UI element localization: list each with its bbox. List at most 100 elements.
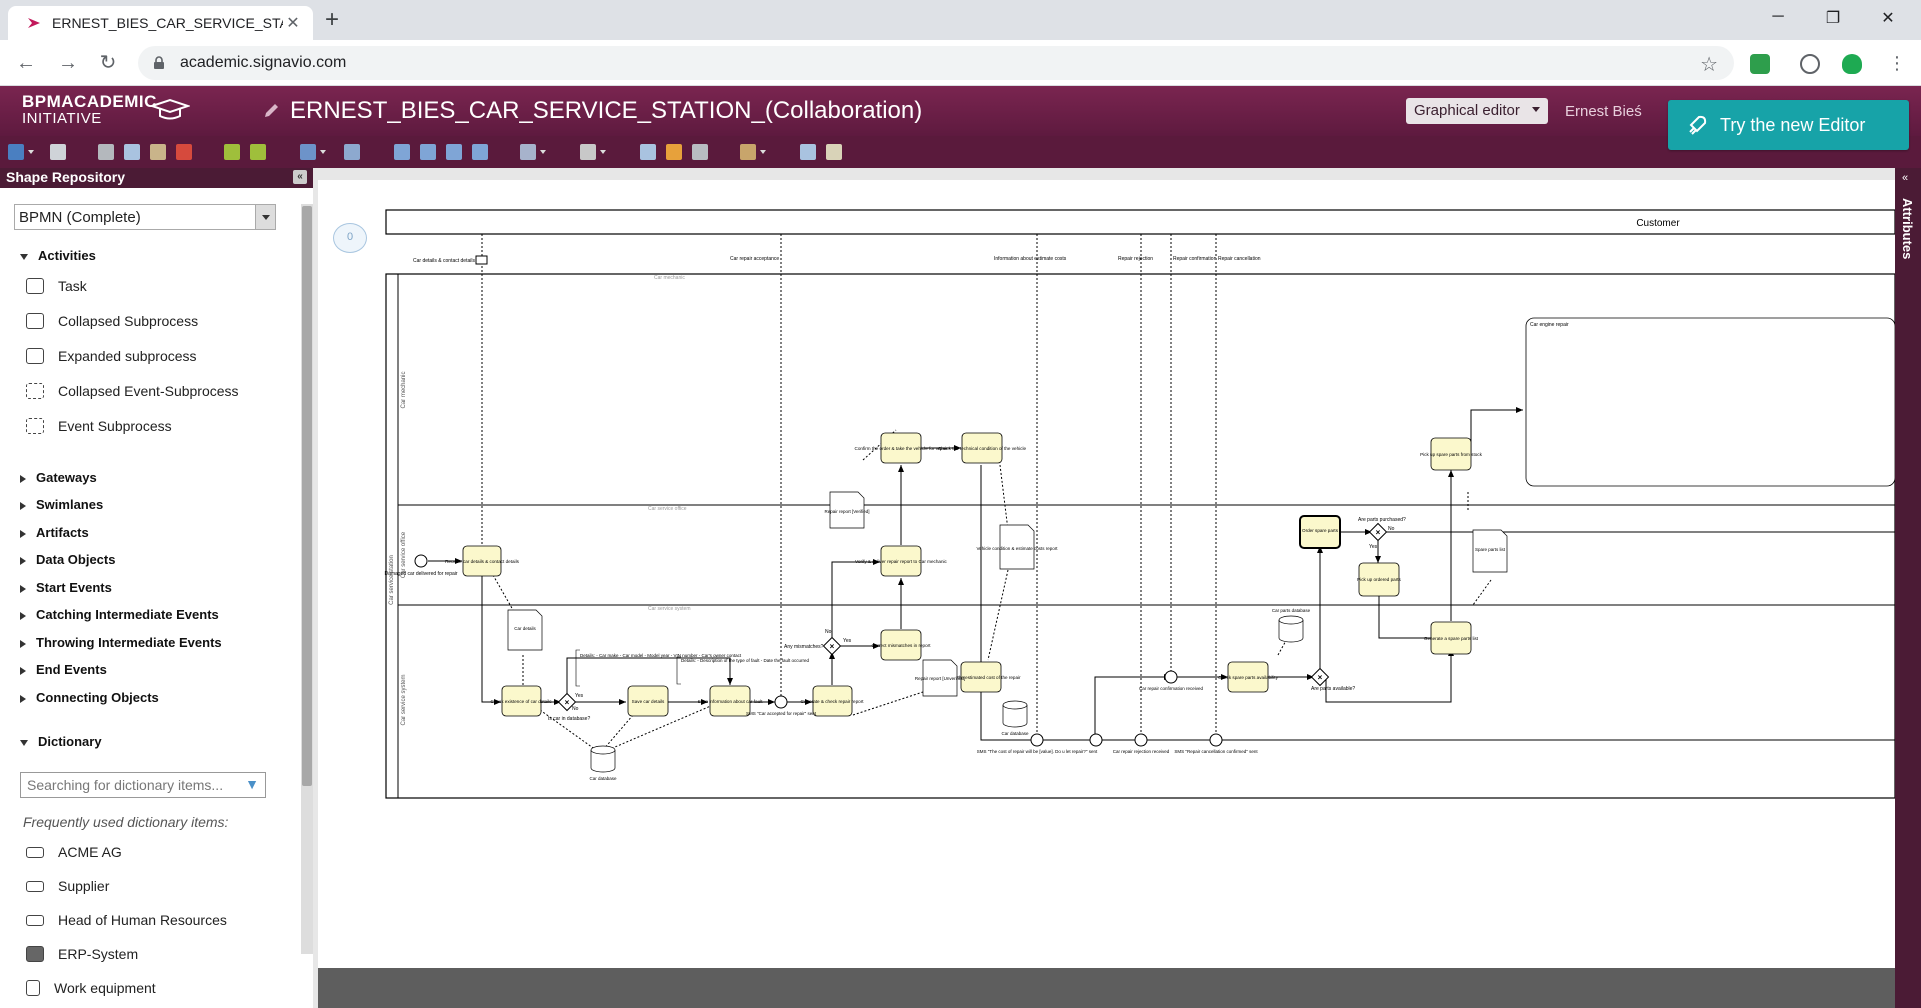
dictionary-item-acme[interactable]: ACME AG: [26, 844, 122, 860]
task-confirm-order[interactable]: [880, 432, 922, 464]
shape-task[interactable]: Task: [26, 278, 87, 294]
task-generate-report[interactable]: [812, 685, 853, 717]
task-check-spare-parts[interactable]: [1227, 661, 1269, 693]
redo-icon[interactable]: [250, 144, 266, 160]
save-icon[interactable]: [8, 144, 24, 160]
profile-icon[interactable]: [1800, 54, 1820, 74]
delete-icon[interactable]: [176, 144, 192, 160]
data-store-parts-db[interactable]: [1278, 620, 1304, 643]
dictionary-item-supplier[interactable]: Supplier: [26, 878, 109, 894]
comment-count-bubble[interactable]: 0: [333, 223, 367, 253]
task-generate-parts-list[interactable]: [1430, 621, 1472, 655]
bpmn-diagram[interactable]: Customer Car service station Car mechani…: [318, 180, 1896, 970]
browser-tab[interactable]: ERNEST_BIES_CAR_SERVICE_STAT ✕: [8, 6, 313, 40]
bookmark-star-icon[interactable]: ☆: [1700, 54, 1718, 76]
section-end-events[interactable]: End Events: [20, 662, 107, 677]
task-receive-car-details[interactable]: [462, 545, 502, 577]
try-new-editor-button[interactable]: Try the new Editor: [1668, 100, 1909, 150]
subprocess-car-engine-repair[interactable]: [1525, 317, 1896, 487]
editor-mode-select[interactable]: Graphical editor: [1406, 98, 1548, 124]
section-data-objects[interactable]: Data Objects: [20, 552, 115, 567]
layout-icon[interactable]: [344, 144, 360, 160]
attachment-icon[interactable]: [692, 144, 708, 160]
section-artifacts[interactable]: Artifacts: [20, 525, 89, 540]
data-store-car-db-2[interactable]: [1002, 705, 1028, 728]
data-store-car-db-1[interactable]: [590, 750, 616, 773]
task-check-technical[interactable]: [961, 432, 1003, 464]
shape-event-subprocess[interactable]: Event Subprocess: [26, 418, 172, 434]
close-window-icon[interactable]: ✕: [1881, 10, 1895, 27]
event-repair-confirmation[interactable]: [1164, 670, 1178, 684]
section-start-events[interactable]: Start Events: [20, 580, 112, 595]
attributes-panel-collapsed[interactable]: « Attributes: [1895, 168, 1921, 1008]
dictionary-item-work-equipment[interactable]: Work equipment: [26, 980, 156, 996]
task-check-existence[interactable]: [501, 685, 542, 717]
back-icon[interactable]: ←: [16, 52, 36, 74]
dictionary-item-erp[interactable]: ERP-System: [26, 946, 138, 962]
customer-pool[interactable]: [385, 209, 1896, 235]
reload-icon[interactable]: ↻: [99, 52, 117, 74]
task-save-car-details[interactable]: [627, 685, 669, 717]
event-repair-rejection[interactable]: [1134, 733, 1148, 747]
tab-close-icon[interactable]: ✕: [286, 15, 300, 32]
palette-select[interactable]: BPMN (Complete): [14, 204, 276, 230]
book-icon[interactable]: [826, 144, 842, 160]
filter-icon[interactable]: ▼: [245, 776, 259, 792]
mail-icon[interactable]: [800, 144, 816, 160]
export-icon[interactable]: [740, 144, 756, 160]
print-icon[interactable]: [50, 144, 66, 160]
event-sms-cost[interactable]: [1030, 733, 1044, 747]
task-pick-ordered-parts[interactable]: [1358, 562, 1400, 597]
align-icon[interactable]: [300, 144, 316, 160]
task-save-car-fault[interactable]: [709, 685, 751, 717]
task-pick-parts-stock[interactable]: [1430, 437, 1472, 471]
edit-pencil-icon[interactable]: [262, 102, 280, 120]
undo-icon[interactable]: [224, 144, 240, 160]
data-object-spare-parts-list[interactable]: [1472, 529, 1508, 573]
section-dictionary[interactable]: Dictionary: [20, 734, 102, 749]
gateway-parts-purchased[interactable]: [1368, 522, 1388, 542]
data-object-report-verified[interactable]: [829, 491, 865, 529]
shape-collapsed-event-subprocess[interactable]: Collapsed Event-Subprocess: [26, 383, 239, 399]
adblock-extension-icon[interactable]: [1750, 54, 1770, 74]
task-order-spare-parts[interactable]: [1299, 515, 1341, 549]
section-activities[interactable]: Activities: [20, 248, 96, 263]
dictionary-search-input[interactable]: Searching for dictionary items... ▼: [20, 772, 266, 798]
panel-scrollbar[interactable]: [301, 204, 313, 954]
paste-icon[interactable]: [150, 144, 166, 160]
event-sms-cancellation[interactable]: [1209, 733, 1223, 747]
data-object-vehicle-condition[interactable]: [999, 524, 1035, 570]
menu-dots-icon[interactable]: ⋮: [1888, 53, 1906, 73]
diagram-canvas[interactable]: Customer Car service station Car mechani…: [318, 180, 1896, 980]
url-input[interactable]: academic.signavio.com ☆: [138, 46, 1734, 80]
data-object-car-details[interactable]: [507, 609, 543, 651]
zoom-fit-icon[interactable]: [446, 144, 462, 160]
section-catching-events[interactable]: Catching Intermediate Events: [20, 607, 219, 622]
shield-extension-icon[interactable]: [1842, 54, 1862, 74]
gateway-parts-available[interactable]: [1310, 667, 1330, 687]
minimize-icon[interactable]: ─: [1772, 8, 1784, 25]
comments-icon[interactable]: [640, 144, 656, 160]
document-title[interactable]: ERNEST_BIES_CAR_SERVICE_STATION_(Collabo…: [290, 97, 923, 124]
dictionary-item-hr[interactable]: Head of Human Resources: [26, 912, 227, 928]
collapse-panel-icon[interactable]: «: [293, 170, 307, 184]
new-tab-button[interactable]: +: [325, 6, 340, 33]
section-throwing-events[interactable]: Throwing Intermediate Events: [20, 635, 222, 650]
flask-icon[interactable]: [520, 144, 536, 160]
task-correct-mismatches[interactable]: [880, 629, 922, 661]
zoom-actual-icon[interactable]: [472, 144, 488, 160]
annotation-car-details[interactable]: [575, 649, 580, 687]
section-connecting-objects[interactable]: Connecting Objects: [20, 690, 159, 705]
shape-collapsed-subprocess[interactable]: Collapsed Subprocess: [26, 313, 198, 329]
forward-icon[interactable]: →: [58, 52, 78, 74]
chart-icon[interactable]: [666, 144, 682, 160]
text-format-icon[interactable]: [580, 144, 596, 160]
task-record-cost[interactable]: [960, 661, 1002, 693]
start-event[interactable]: [414, 554, 428, 568]
restore-icon[interactable]: ❐: [1825, 10, 1841, 27]
gateway-car-in-db[interactable]: [557, 692, 577, 712]
user-name[interactable]: Ernest Bieś: [1565, 103, 1642, 120]
cut-icon[interactable]: [98, 144, 114, 160]
section-gateways[interactable]: Gateways: [20, 470, 97, 485]
annotation-fault-details[interactable]: [676, 656, 681, 685]
